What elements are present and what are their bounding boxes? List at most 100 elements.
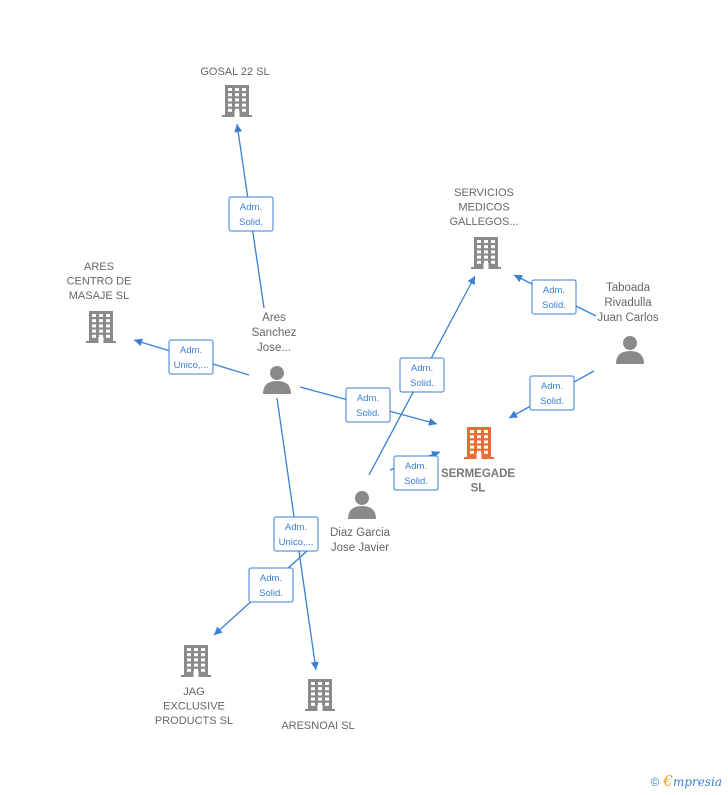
edge-label[interactable]: Adm.Solid. — [345, 387, 391, 423]
empresia-logo-text: mpresia — [672, 775, 722, 789]
building-window — [99, 314, 103, 317]
building-window — [187, 663, 191, 667]
node-label-line: PRODUCTS SL — [155, 715, 233, 727]
building-window — [484, 450, 488, 454]
building-window — [235, 108, 239, 112]
edge-labels-layer: Adm.Solid.Adm.Unico,...Adm.Solid.Adm.Sol… — [168, 196, 577, 603]
building-window — [491, 250, 495, 254]
edge-label-line: Adm. — [411, 363, 433, 374]
building-window — [201, 648, 205, 651]
empresia-credit[interactable]: ©€mpresia — [651, 772, 722, 790]
building-window — [201, 653, 205, 657]
node-label-line: Rivadulla — [604, 297, 652, 309]
company-building-icon — [86, 311, 116, 343]
person-head — [355, 491, 369, 505]
building-window — [477, 435, 481, 439]
edge-label[interactable]: Adm.Unico,... — [168, 339, 214, 375]
building-window — [228, 88, 232, 91]
node-label-line: Jose Javier — [331, 542, 389, 554]
edge-label-box — [399, 357, 445, 393]
node-label-line: JAG — [183, 686, 204, 698]
person-body — [263, 381, 291, 394]
building-window — [99, 324, 103, 328]
person-icon — [263, 366, 291, 394]
node-gosal[interactable]: GOSAL 22 SL — [200, 66, 270, 117]
building-window — [228, 98, 232, 102]
building-window — [477, 440, 481, 444]
building-window — [228, 103, 232, 107]
edge-label[interactable]: Adm.Solid. — [529, 375, 575, 411]
edge-label-box — [273, 516, 319, 552]
building-window — [477, 245, 481, 249]
building-window — [194, 663, 198, 667]
node-label-line: MASAJE SL — [69, 290, 130, 302]
edge-label-box — [529, 375, 575, 411]
building-window — [106, 324, 110, 328]
building-window — [187, 668, 191, 672]
building-window — [311, 687, 315, 691]
building-window — [242, 108, 246, 112]
building-window — [484, 435, 488, 439]
node-label-line: Ares — [262, 312, 286, 324]
building-window — [325, 682, 329, 685]
building-window — [318, 682, 322, 685]
edge-label[interactable]: Adm.Solid. — [248, 567, 294, 603]
node-label-line: ARES — [84, 261, 114, 273]
building-window — [484, 445, 488, 449]
node-ares-sanchez[interactable]: AresSanchezJose... — [252, 312, 297, 394]
building-window — [325, 692, 329, 696]
node-label-line: Juan Carlos — [597, 312, 659, 324]
edge-label[interactable]: Adm.Solid. — [393, 455, 439, 491]
node-label-line: Sanchez — [252, 327, 297, 339]
node-label-line: GALLEGOS... — [449, 216, 518, 228]
edge-label[interactable]: Adm.Solid. — [399, 357, 445, 393]
empresia-logo: €mpresia — [663, 772, 722, 790]
building-window — [92, 319, 96, 323]
edge-label[interactable]: Adm.Unico,... — [273, 516, 319, 552]
building-window — [318, 687, 322, 691]
node-label-line: Diaz Garcia — [330, 527, 391, 539]
building-window — [242, 88, 246, 91]
person-icon — [616, 336, 644, 364]
building-window — [187, 658, 191, 662]
node-servicios[interactable]: SERVICIOSMEDICOSGALLEGOS... — [449, 187, 519, 269]
building-window — [477, 255, 481, 259]
company-building-icon — [181, 645, 211, 677]
node-label-line: GOSAL 22 SL — [200, 66, 269, 78]
edge-label[interactable]: Adm.Solid. — [228, 196, 274, 232]
building-window — [92, 334, 96, 338]
arrow-head — [310, 661, 319, 670]
building-window — [106, 334, 110, 338]
node-label-line: EXCLUSIVE — [163, 701, 225, 713]
building-window — [201, 663, 205, 667]
edge-label-box — [531, 279, 577, 315]
node-label-line: Taboada — [606, 282, 651, 294]
node-aresnoai[interactable]: ARESNOAI SL — [281, 679, 355, 732]
building-window — [194, 653, 198, 657]
edge-label-line: Solid. — [540, 396, 564, 407]
node-label-line: Jose... — [257, 342, 291, 354]
building-window — [235, 88, 239, 91]
building-window — [477, 450, 481, 454]
edge-label-line: Solid. — [404, 476, 428, 487]
building-window — [470, 445, 474, 449]
node-jag[interactable]: JAG EXCLUSIVE PRODUCTS SL — [155, 645, 233, 727]
building-window — [491, 260, 495, 264]
building-window — [92, 329, 96, 333]
person-head — [270, 366, 284, 380]
edge-label-box — [345, 387, 391, 423]
building-window — [484, 250, 488, 254]
building-window — [484, 255, 488, 259]
arrow-head — [428, 418, 437, 426]
building-window — [484, 430, 488, 433]
building-window — [325, 697, 329, 701]
edge-label[interactable]: Adm.Solid. — [531, 279, 577, 315]
building-window — [470, 435, 474, 439]
building-window — [187, 653, 191, 657]
